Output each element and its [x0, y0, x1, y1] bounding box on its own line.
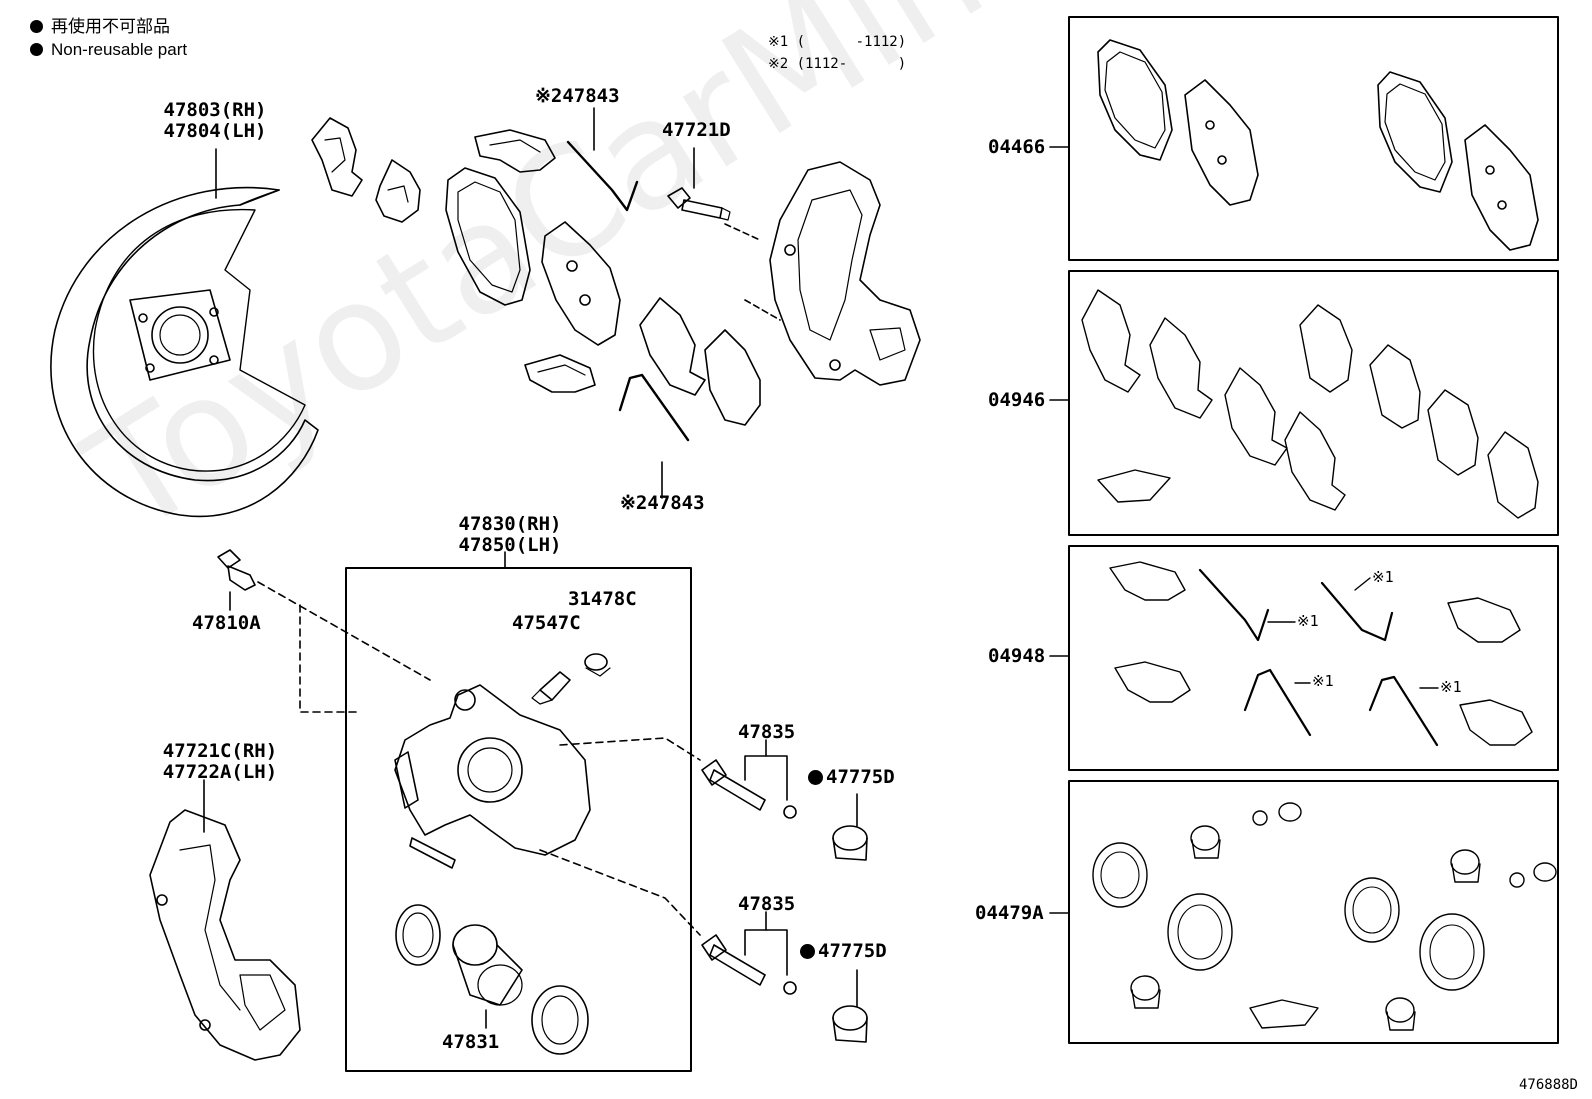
kit-seals — [1092, 802, 1557, 1031]
pin-boot-upper — [832, 825, 868, 861]
slide-pin-upper — [701, 759, 797, 819]
note-1: ※1 ( -1112) — [768, 34, 907, 50]
label-47775d-lower[interactable]: 47775D — [800, 941, 887, 962]
label-47722a-lh[interactable]: 47722A(LH) — [162, 761, 278, 783]
pad-spring-upper — [566, 140, 639, 212]
label-kit-04948[interactable]: 04948 — [988, 645, 1046, 667]
kit-mark-1b: ※1 — [1372, 568, 1394, 586]
pad-spring-lower — [618, 373, 690, 442]
legend-en-text: Non-reusable part — [51, 40, 188, 59]
pad-support-plate-lower — [524, 354, 596, 393]
caliper-mounting-upper — [769, 161, 921, 386]
pad-support-plate-upper — [474, 129, 556, 173]
label-47775d-upper-text: 47775D — [826, 766, 895, 788]
label-47810a[interactable]: 47810A — [192, 612, 261, 634]
shim-upper-a — [311, 117, 363, 197]
pin-boot-lower — [832, 1005, 868, 1043]
label-47775d-lower-text: 47775D — [818, 940, 887, 962]
label-kit-04466[interactable]: 04466 — [988, 136, 1046, 158]
bolt-47721d — [667, 187, 731, 221]
non-reusable-dot-icon — [30, 43, 43, 56]
label-47850-lh[interactable]: 47850(LH) — [458, 534, 562, 556]
kit-box-04946 — [1068, 270, 1559, 536]
kit-pads-left — [1097, 39, 1259, 206]
piston-seal — [395, 904, 441, 966]
label-47547c[interactable]: 47547C — [512, 612, 581, 634]
caliper-assembly-box — [345, 567, 692, 1072]
kit-shims — [1081, 289, 1539, 519]
plug-47547c — [531, 671, 571, 705]
kit-mark-1d: ※1 — [1440, 678, 1462, 696]
kit-pads-right — [1377, 71, 1539, 251]
label-47835-lower[interactable]: 47835 — [738, 893, 796, 915]
label-47721d[interactable]: 47721D — [662, 119, 731, 141]
note-2: ※2 (1112- ) — [768, 56, 907, 72]
dust-cover-drawing — [50, 186, 319, 518]
kit-box-04466 — [1068, 16, 1559, 261]
label-kit-04946[interactable]: 04946 — [988, 389, 1046, 411]
cap-31478c — [584, 653, 611, 677]
label-47721c-rh[interactable]: 47721C(RH) — [162, 740, 278, 762]
diagram-id: 476888D — [1518, 1077, 1578, 1093]
brake-pad-upper-inner — [445, 167, 531, 306]
non-reusable-dot-icon — [800, 944, 815, 959]
shim-upper-b — [375, 159, 421, 223]
label-47830-rh[interactable]: 47830(RH) — [458, 513, 562, 535]
label-47831[interactable]: 47831 — [442, 1031, 500, 1053]
label-kit-04479a[interactable]: 04479A — [975, 902, 1044, 924]
piston-47831 — [452, 924, 523, 1006]
kit-box-04479a — [1068, 780, 1559, 1044]
legend-en: Non-reusable part — [30, 38, 187, 61]
label-47803-rh[interactable]: 47803(RH) — [163, 99, 267, 121]
cylinder-boot — [531, 985, 589, 1055]
kit-fittings — [1109, 561, 1533, 747]
label-47835-upper[interactable]: 47835 — [738, 721, 796, 743]
brake-pad-upper-outer — [541, 221, 621, 346]
label-47843-upper[interactable]: ※247843 — [535, 85, 620, 107]
legend-jp: 再使用不可部品 — [30, 15, 170, 38]
legend-jp-text: 再使用不可部品 — [51, 17, 170, 36]
label-47804-lh[interactable]: 47804(LH) — [163, 120, 267, 142]
label-47775d-upper[interactable]: 47775D — [808, 767, 895, 788]
kit-box-04948 — [1068, 545, 1559, 771]
caliper-mounting-lower — [149, 809, 301, 1061]
caliper-cylinder-drawing — [394, 684, 591, 869]
label-47843-lower[interactable]: ※247843 — [620, 492, 705, 514]
non-reusable-dot-icon — [30, 20, 43, 33]
slide-pin-lower — [701, 934, 797, 995]
shim-lower-b — [704, 329, 761, 426]
kit-mark-1a: ※1 — [1297, 612, 1319, 630]
kit-mark-1c: ※1 — [1312, 672, 1334, 690]
shim-lower-a — [639, 297, 706, 396]
label-31478c[interactable]: 31478C — [568, 588, 637, 610]
non-reusable-dot-icon — [808, 770, 823, 785]
bleeder-plug-47810a — [217, 549, 256, 591]
